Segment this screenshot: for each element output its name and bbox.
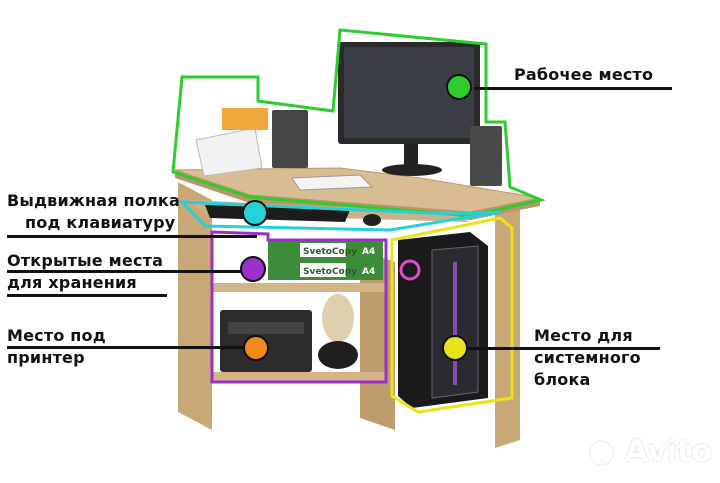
paper-brand-text: SvetoCopy [303,267,357,277]
lamp-bulb [322,294,354,342]
storage-shelf [212,283,385,292]
leader-line-storage-underline [7,294,167,297]
leader-line-workspace [474,87,672,90]
sticky-notes [222,108,268,130]
label-workspace: Рабочее место [514,64,653,86]
paper-brand-text: SvetoCopy [303,247,357,257]
pc-fan [399,259,421,281]
monitor-base [382,164,442,176]
paper-size-text: A4 [362,267,375,277]
storage-highlight [210,230,388,384]
printer-tray [228,322,304,334]
marker-workspace [446,74,472,100]
label-storage-line1: Открытые места [7,251,164,270]
desk-organizer [195,127,263,177]
label-keyboard-shelf: Выдвижная полка под клавиатуру [7,190,180,234]
mouse [363,214,381,226]
label-tower-line3: блока [534,370,591,389]
label-tower-line1: Место для [534,326,633,345]
label-storage-line2: для хранения [7,273,137,292]
marker-storage [240,256,266,282]
label-printer-line2: принтер [7,348,85,367]
label-keyboard-line2: под клавиатуру [25,213,176,232]
monitor-stand [404,144,418,166]
lamp-base [318,341,358,369]
left-speaker [272,110,308,168]
marker-printer [243,335,269,361]
label-printer-line1: Место под [7,326,106,345]
right-speaker [470,126,502,186]
label-tower-line2: системного [534,348,641,367]
label-keyboard-line1: Выдвижная полка [7,191,180,210]
label-printer: Место под принтер [7,325,106,369]
marker-keyboard [242,200,268,226]
paper-size-text: A4 [362,247,375,257]
workspace-highlight [171,28,546,218]
watermark: ● Avito [588,434,712,469]
paper-label-top [300,243,346,257]
leader-line-storage [7,270,247,273]
printer-shelf [212,372,385,382]
watermark-text: Avito [625,434,712,469]
label-storage: Открытые места для хранения [7,250,163,294]
paper-label-bottom [300,263,346,277]
tower-highlight [390,216,514,414]
right-leg [495,196,520,448]
leader-line-keyboard [7,235,257,238]
marker-tower [442,335,468,361]
label-tower: Место для системного блока [534,325,641,391]
left-side-panel [178,182,212,430]
watermark-icon: ● [588,434,615,469]
keyboard-shelf-highlight [178,200,501,232]
leader-line-printer [7,346,247,349]
open-book [291,174,374,191]
label-workspace-text: Рабочее место [514,65,654,84]
leader-line-tower [460,347,660,350]
